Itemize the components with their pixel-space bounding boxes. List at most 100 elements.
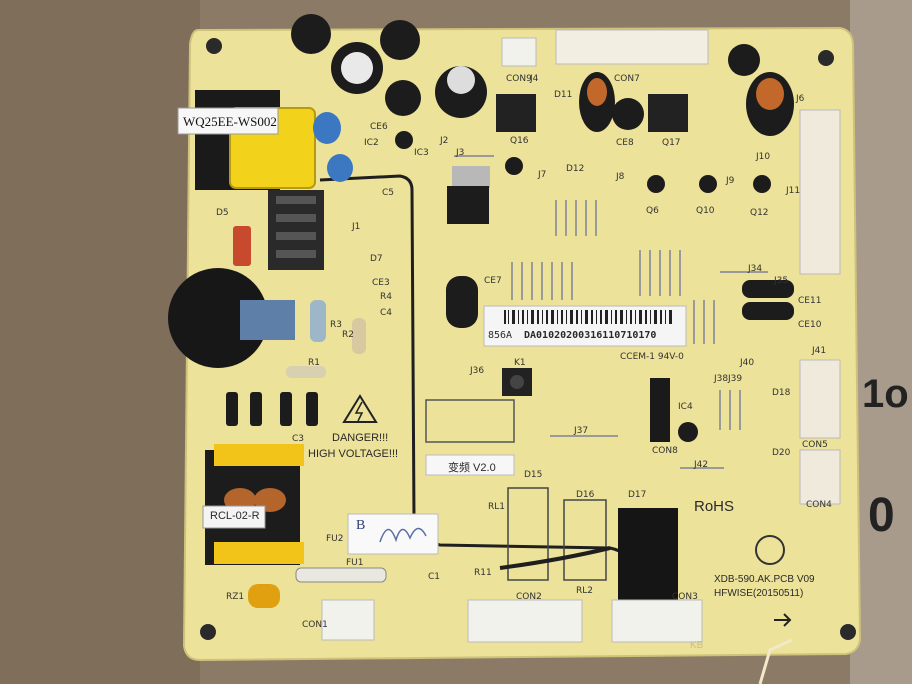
silk-c3: C3 xyxy=(292,434,305,444)
silk-con2: CON2 xyxy=(516,592,542,602)
silk-d17: D17 xyxy=(628,490,647,500)
small-transistor xyxy=(395,131,413,149)
silk-ic3: IC3 xyxy=(414,148,429,158)
regulator-body xyxy=(447,186,489,224)
silk-j2: J2 xyxy=(440,136,449,146)
cardboard-text-1: 1o xyxy=(862,372,909,416)
heatsink-fin xyxy=(276,250,316,258)
silk-d12: D12 xyxy=(566,164,585,174)
cardboard-right xyxy=(850,0,912,684)
resistor xyxy=(286,366,326,378)
silk-c1: C1 xyxy=(428,572,441,582)
mounting-hole xyxy=(818,50,834,66)
bulk-capacitor-band xyxy=(240,300,295,340)
blue-capacitor xyxy=(327,154,353,182)
warning-line-1: DANGER!!! xyxy=(332,432,389,444)
resistor xyxy=(352,318,366,354)
model-line-2: HFWISE(20150511) xyxy=(714,588,804,599)
connector-con5 xyxy=(799,359,841,439)
electrolytic-capacitor xyxy=(380,20,420,60)
connector-con1 xyxy=(321,599,375,641)
connector-con4 xyxy=(799,449,841,505)
silk-j8: J8 xyxy=(616,172,625,182)
diode xyxy=(306,392,318,426)
silk-r1: R1 xyxy=(308,358,320,368)
silk-ce8: CE8 xyxy=(616,138,634,148)
transformer-sticker xyxy=(177,107,279,135)
wire-bundle xyxy=(758,638,793,684)
small-transistor xyxy=(753,175,771,193)
small-transistor xyxy=(699,175,717,193)
manufacturer-logo xyxy=(755,535,785,565)
relay-wire xyxy=(499,546,611,570)
model-line-1: XDB-590.AK.PCB V09 xyxy=(714,574,815,585)
silk-r3: R3 xyxy=(330,320,342,330)
silk-ce11: CE11 xyxy=(798,296,822,306)
silk-j1: J1 xyxy=(352,222,361,232)
power-transistor xyxy=(496,94,536,132)
mounting-hole xyxy=(840,624,856,640)
warning-triangle xyxy=(342,394,378,423)
heatsink-fin xyxy=(276,214,316,222)
silk-c4: C4 xyxy=(380,308,393,318)
small-transistor xyxy=(647,175,665,193)
silk-j38: J38 xyxy=(714,374,729,384)
regulator-tab xyxy=(452,166,490,188)
electrolytic-capacitor xyxy=(612,98,644,130)
diode xyxy=(226,392,238,426)
filter-sticker xyxy=(202,505,266,529)
silk-con9: CON9 xyxy=(506,74,532,84)
silk-d16: D16 xyxy=(576,490,595,500)
silk-ccem: CCEM-1 94V-0 xyxy=(620,352,684,362)
silk-j7: J7 xyxy=(538,170,547,180)
silk-j4: J4 xyxy=(530,74,539,84)
silk-d20: D20 xyxy=(772,448,791,458)
barcode-bars xyxy=(504,310,672,324)
connector-con7 xyxy=(555,29,709,65)
transformer-label: WQ25EE-WS002 xyxy=(183,114,277,129)
silk-j36: J36 xyxy=(470,366,485,376)
silk-con4: CON4 xyxy=(806,500,832,510)
mounting-hole xyxy=(206,38,222,54)
filter-label: RCL-02-R xyxy=(210,510,260,522)
connector-con3 xyxy=(611,599,703,643)
silk-rl2: RL2 xyxy=(576,586,593,596)
tactile-switch-button xyxy=(510,375,524,389)
electrolytic-capacitor xyxy=(291,14,331,54)
silk-j11: J11 xyxy=(786,186,801,196)
silk-r2: R2 xyxy=(342,330,354,340)
inductor-coil xyxy=(756,78,784,110)
silk-ce3: CE3 xyxy=(372,278,390,288)
small-transistor xyxy=(505,157,523,175)
electrolytic-capacitor xyxy=(728,44,760,76)
silk-rz1: RZ1 xyxy=(226,592,245,602)
silk-j41: J41 xyxy=(812,346,827,356)
silk-j9: J9 xyxy=(726,176,735,186)
silk-j40: J40 xyxy=(740,358,755,368)
silk-d5: D5 xyxy=(216,208,229,218)
electrolytic-capacitor xyxy=(341,52,373,84)
silk-c5: C5 xyxy=(382,188,395,198)
silk-d18: D18 xyxy=(772,388,791,398)
electrolytic-capacitor xyxy=(742,302,794,320)
varistor xyxy=(248,584,280,608)
diode xyxy=(250,392,262,426)
silk-j37: J37 xyxy=(574,426,589,436)
version-sticker xyxy=(425,454,515,476)
silk-con7: CON7 xyxy=(614,74,640,84)
rohs-mark: RoHS xyxy=(694,498,735,515)
silk-j3: J3 xyxy=(456,148,465,158)
bulk-capacitor xyxy=(168,268,268,368)
connector-con2 xyxy=(467,599,583,643)
silk-ce6: CE6 xyxy=(370,122,388,132)
silk-j35: J35 xyxy=(774,276,789,286)
silk-j34: J34 xyxy=(748,264,763,274)
resistor xyxy=(233,226,251,266)
silk-j6: J6 xyxy=(796,94,805,104)
silk-q10: Q10 xyxy=(696,206,715,216)
barcode-text: DA01020200316110710170 xyxy=(524,330,657,341)
pin-header xyxy=(650,378,670,442)
heatsink-fin xyxy=(276,196,316,204)
version-sticker-text: 变频 V2.0 xyxy=(448,462,496,474)
